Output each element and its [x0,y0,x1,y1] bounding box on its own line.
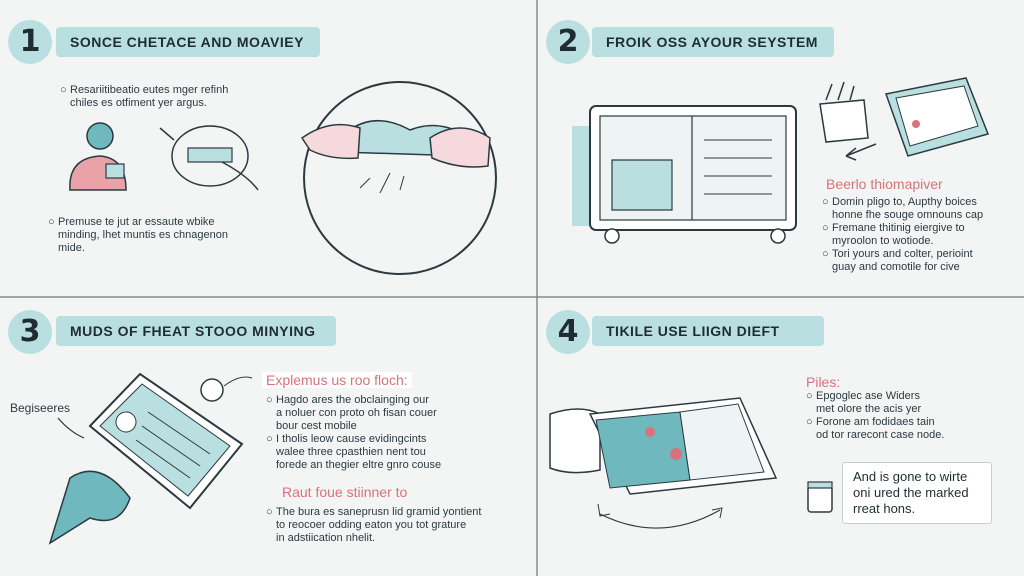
panel-1-title: SONCE CHETACE AND MOAVIEY [56,27,320,57]
panel-4-note-line: rreat hons. [853,501,916,516]
panel-2-title: FROIK OSS AYOUR SEYSTEM [592,27,834,57]
panel-4-bullet-line: Forone am fodidaes tain [816,416,935,428]
step-number-3: 3 [8,310,52,354]
panel-4-heading: Piles: [806,374,841,390]
panel-3-side-label: Begiseeres [10,401,71,415]
panel-3-heading-1: Explemus us roo floch: [262,372,412,388]
panel-4-bullet-line: Epgoglec ase Widers [816,390,920,402]
panel-3-bullets-1: ○Hagdo ares the obclainging our a noluer… [266,394,442,471]
panel-3-bullet-line: to reocoer odding eaton you tot grature [276,519,467,531]
panel-2-bullet-line: Domin pligo to, Aupthy boices [832,196,977,208]
panel-2-bullet-line: Tori yours and colter, perioint [832,248,973,260]
vertical-divider [536,0,538,576]
panel-3-bullet-line: walee three cpasthien nent tou [276,446,426,458]
jar-icon [807,481,833,513]
bag-illustration [819,77,990,161]
panel-3-heading-2: Raut foue stiinner to [282,484,408,500]
panel-4-note-line: oni ured the marked [853,485,969,500]
person-illustration [69,122,127,191]
panel-2-heading: Beerlo thiomapiver [826,176,943,192]
panel-3-bullet-line: bour cest mobile [276,420,357,432]
panel-4-note-line: And is gone to wirte [853,469,968,484]
panel-4-bullet-line: met olore the acis yer [816,403,922,415]
panel-4-note: And is gone to wirte oni ured the marked… [842,462,992,524]
panel-1-bullet-line: minding, lhet muntis es chnagenon [58,229,228,241]
panel-3-bullet-line: in adstiication nhelit. [276,532,376,544]
panel-3-bullet-line: I tholis leow cause evidingcints [276,433,427,445]
panel-1-bullet-line: Resariitibeatio eutes mger refinh [70,84,229,96]
panel-1-bullet-line: Premuse te jut ar essaute wbike [58,216,215,228]
magnified-circle-illustration [300,81,497,275]
tablet-hand-illustration [48,372,253,545]
step-number-4: 4 [546,310,590,354]
panel-1-bullets-bottom: ○Premuse te jut ar essaute wbike minding… [48,216,228,254]
panel-4-title: TIKILE USE LIIGN DIEFT [592,316,824,346]
hands-circle-illustration [159,125,259,191]
panel-4-bullets: ○Epgoglec ase Widers met olore the acis … [806,390,945,441]
panel-1-bullet-line: chiles es otfiment yer argus. [70,97,207,109]
panel-3-bullets-2: ○The bura es saneprusn lid gramid yontie… [266,506,482,544]
panel-1-bullets-top: ○Resariitibeatio eutes mger refinh chile… [60,84,229,109]
panel-3-bullet-line: Hagdo ares the obclainging our [276,394,429,406]
panel-2-bullet-line: honne fhe souge omnouns cap [832,209,984,221]
step-number-2: 2 [546,20,590,64]
panel-2-bullet-line: Fremane thitinig eiergive to [832,222,965,234]
horizontal-divider [0,296,1024,298]
step-number-1: 1 [8,20,52,64]
panel-3-bullet-line: The bura es saneprusn lid gramid yontien… [276,506,482,518]
panel-1-bullet-line: mide. [58,242,85,254]
panel-3-bullet-line: forede an thegier eltre gnro couse [276,459,442,471]
panel-2-bullet-line: guay and comotile for cive [832,261,960,273]
panel-2-bullet-line: myroolon to wotiode. [832,235,934,247]
panel-3-bullet-line: a noluer con proto oh fisan couer [276,407,437,419]
device-illustration [549,397,778,529]
panel-2-bullets: ○Domin pligo to, Aupthy boices honne fhe… [822,196,984,273]
monitor-illustration [572,105,797,244]
panel-3-title: MUDS OF FHEAT STOOO MINYING [56,316,336,346]
panel-4-bullet-line: od tor rarecont case node. [816,429,945,441]
